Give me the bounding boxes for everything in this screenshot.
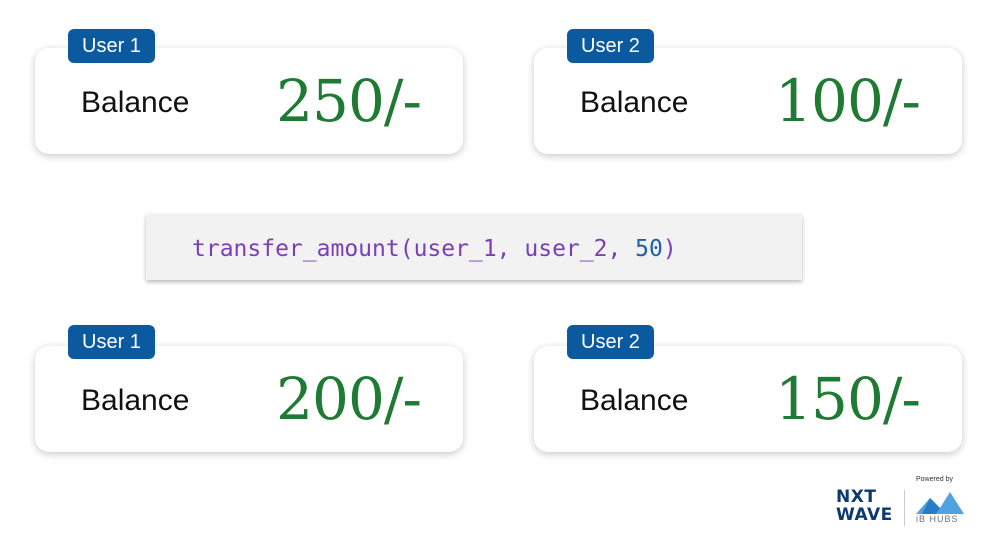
code-open-paren: ( (399, 236, 414, 262)
code-separator: , (496, 236, 525, 262)
wave-text: WAVE (836, 505, 893, 525)
nxtwave-logo-text: NXT WAVE (836, 488, 893, 524)
user2-balance-card-top: Balance 100/- (534, 48, 962, 154)
balance-value: 250/- (276, 67, 422, 135)
code-separator: , (607, 236, 636, 262)
ibhubs-text: iB HUBS (916, 514, 959, 524)
code-arg-user2: user_2 (524, 236, 608, 262)
user1-balance-card-top: Balance 250/- (35, 48, 463, 154)
user1-badge-bottom: User 1 (68, 325, 155, 359)
ibhubs-mountain-icon (916, 492, 964, 514)
balance-value: 200/- (276, 365, 422, 433)
code-function-name: transfer_amount (192, 236, 400, 262)
user1-badge-top: User 1 (68, 29, 155, 63)
user1-balance-card-bottom: Balance 200/- (35, 346, 463, 452)
code-arg-user1: user_1 (413, 236, 497, 262)
balance-value: 100/- (775, 67, 921, 135)
user2-badge-top: User 2 (567, 29, 654, 63)
code-block: transfer_amount(user_1, user_2, 50) (146, 214, 802, 280)
balance-value: 150/- (775, 365, 921, 433)
function-call-code: transfer_amount(user_1, user_2, 50) (192, 214, 677, 280)
nxt-text: NXT (836, 487, 877, 507)
balance-label: Balance (580, 384, 689, 417)
user2-badge-bottom: User 2 (567, 325, 654, 359)
nxtwave-ibhubs-logo: NXT WAVE Powered by iB HUBS (832, 474, 972, 530)
balance-label: Balance (580, 86, 689, 119)
balance-label: Balance (81, 86, 190, 119)
code-close-paren: ) (662, 236, 677, 262)
user2-balance-card-bottom: Balance 150/- (534, 346, 962, 452)
code-arg-amount: 50 (635, 236, 663, 262)
balance-label: Balance (81, 384, 190, 417)
logo-divider (904, 490, 905, 526)
powered-by-text: Powered by (916, 476, 953, 483)
